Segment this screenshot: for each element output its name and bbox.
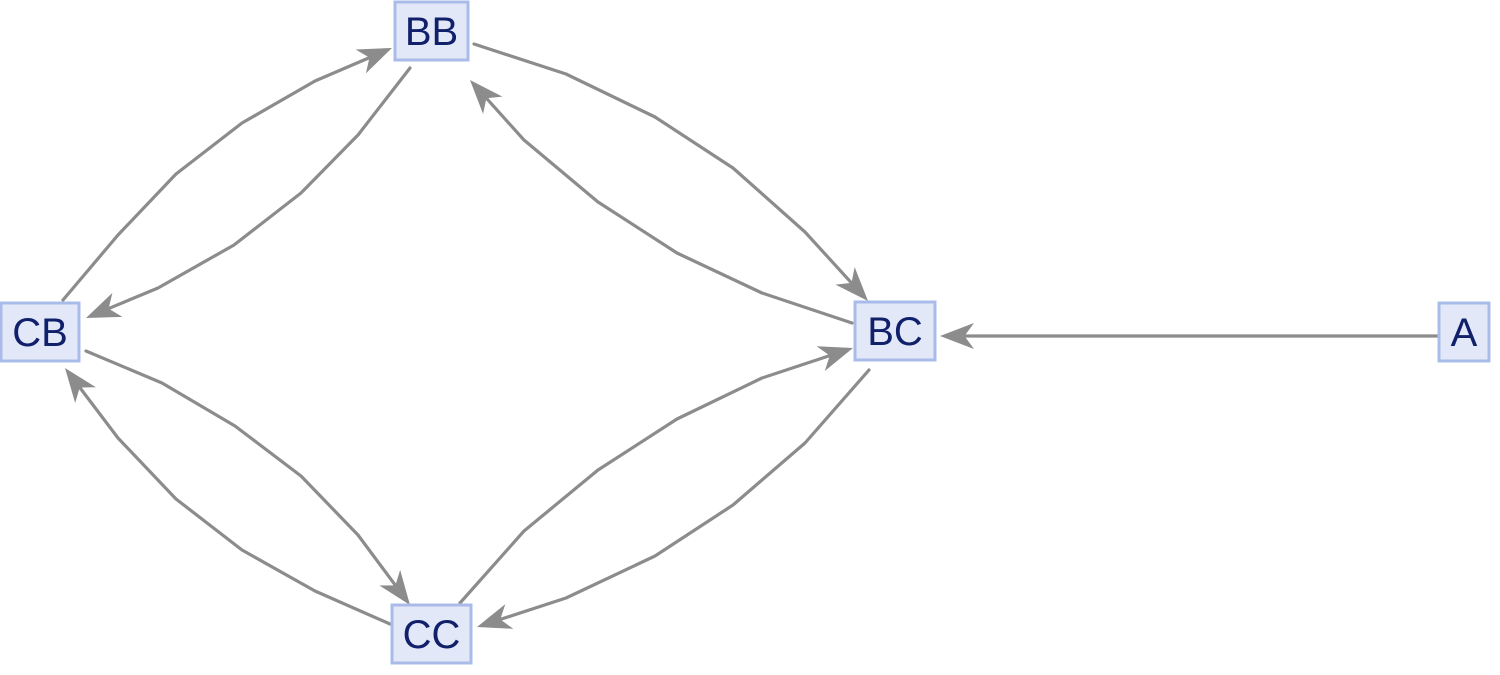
node-cb-label: CB (12, 311, 68, 355)
edge-cc-to-cb-line (78, 385, 392, 626)
edge-bb-to-bc-arrowhead (835, 267, 868, 301)
edge-cb-to-cc (84, 349, 410, 605)
edge-bb-to-cb-arrowhead (86, 292, 123, 318)
node-cb[interactable]: CB (0, 301, 81, 363)
node-cc-box (390, 603, 473, 665)
node-cc[interactable]: CC (390, 603, 473, 665)
node-a[interactable]: A (1437, 301, 1491, 363)
edge-bc-to-cc-line (498, 368, 871, 622)
edge-cb-to-cc-line (84, 349, 398, 587)
edge-bc-to-cc (477, 368, 871, 629)
edge-cb-to-bb (61, 48, 392, 302)
node-a-label: A (1451, 311, 1478, 355)
edge-cb-to-bb-line (61, 56, 372, 302)
edge-bb-to-cb-line (106, 66, 412, 311)
edge-cc-to-bc-arrowhead (816, 346, 853, 371)
edge-bb-to-bc-line (472, 42, 854, 285)
node-cb-box (0, 301, 81, 363)
edge-cc-to-bc-line (458, 354, 832, 605)
edge-bb-to-bc (472, 42, 868, 301)
edge-cc-to-bc (458, 346, 853, 605)
node-cc-label: CC (403, 613, 461, 657)
edge-cb-to-bb-arrowhead (355, 48, 392, 74)
edge-bc-to-bb-arrowhead (470, 80, 503, 114)
edge-a-to-bc (940, 323, 1439, 349)
edge-cc-to-cb-arrowhead (65, 368, 96, 403)
edge-cb-to-cc-arrowhead (379, 569, 410, 605)
node-a-box (1437, 301, 1491, 363)
edge-a-to-bc-arrowhead (940, 323, 974, 349)
node-bc[interactable]: BC (853, 300, 937, 362)
node-bc-label: BC (867, 310, 923, 354)
edge-bc-to-cc-arrowhead (477, 604, 514, 629)
nodes-layer: BB CB BC CC A (0, 0, 1491, 665)
edge-cc-to-cb (65, 368, 392, 626)
node-bb-label: BB (405, 10, 458, 54)
node-bc-box (853, 300, 937, 362)
edge-bb-to-cb (86, 66, 412, 318)
edges-layer (61, 42, 1439, 629)
node-bb[interactable]: BB (393, 0, 470, 62)
node-bb-box (393, 0, 470, 62)
edge-bc-to-bb (470, 80, 854, 325)
edge-bc-to-bb-line (484, 96, 854, 325)
